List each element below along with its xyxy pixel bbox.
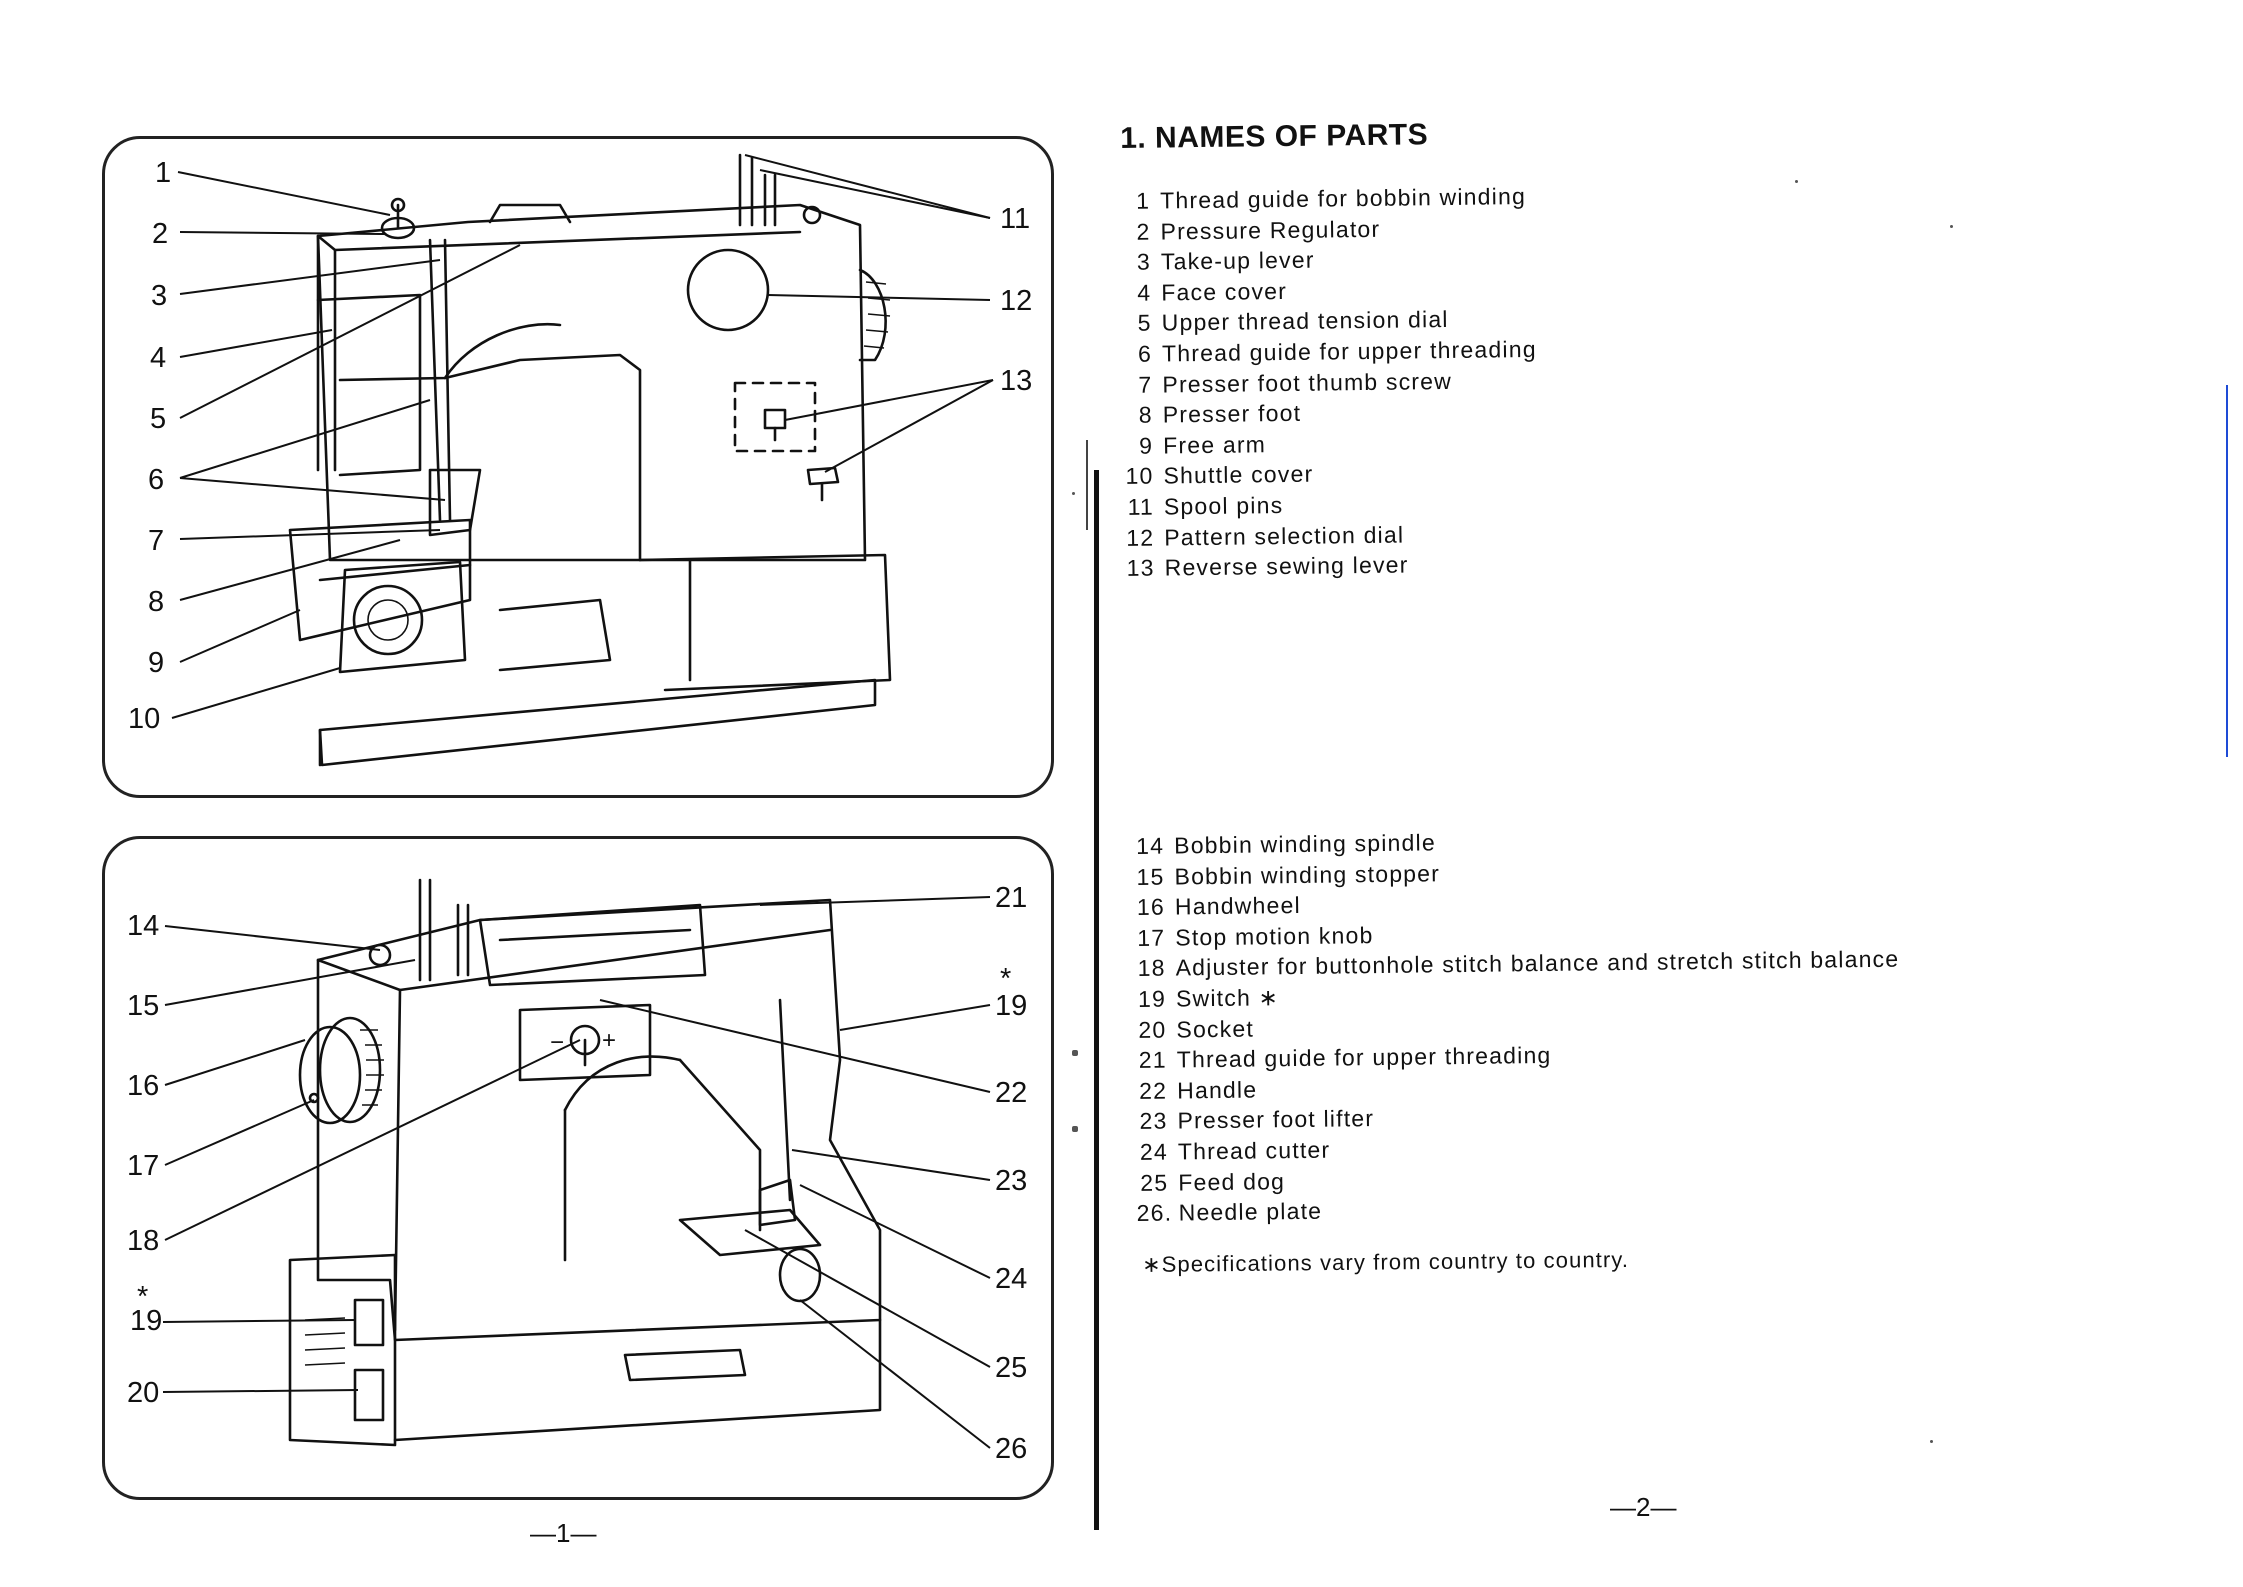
specifications-footnote: ∗Specifications vary from country to cou… (1142, 1246, 1630, 1277)
figure-rear-view-panel (102, 836, 1054, 1500)
gutter-line-thin (1086, 440, 1088, 530)
callout-6: 6 (148, 464, 164, 496)
callout-19-right: 19 (995, 990, 1027, 1022)
scan-speck (1072, 1126, 1078, 1132)
callout-5: 5 (150, 403, 166, 435)
scan-speck (1072, 1050, 1078, 1056)
scan-speck (1950, 225, 1953, 228)
callout-9: 9 (148, 647, 164, 679)
callout-19-left: 19 (130, 1305, 162, 1337)
front-callout-numbers: 1 2 3 4 5 6 7 8 9 10 11 12 13 (128, 157, 1032, 735)
callout-13: 13 (1000, 365, 1032, 397)
callout-22: 22 (995, 1077, 1027, 1109)
figure-rear-view: − + 14 15 16 17 18 * 19 (127, 878, 1027, 1465)
callout-8: 8 (148, 586, 164, 618)
figure-front-view: 1 2 3 4 5 6 7 8 9 10 11 12 13 (128, 153, 1032, 767)
page-gutter-divider (1094, 470, 1099, 1530)
callout-23: 23 (995, 1165, 1027, 1197)
page-number-right: —2— (1610, 1492, 1677, 1522)
rear-callout-numbers: 14 15 16 17 18 * 19 20 21 * 19 22 23 24 … (127, 882, 1027, 1465)
scan-edge-line (2226, 385, 2228, 757)
callout-19-asterisk-left: * (137, 1281, 148, 1313)
callout-2: 2 (152, 218, 168, 250)
callout-25: 25 (995, 1352, 1027, 1384)
callout-4: 4 (150, 342, 166, 374)
callout-11: 11 (1000, 203, 1030, 235)
callout-12: 12 (1000, 285, 1032, 317)
scan-speck (1795, 180, 1798, 183)
callout-15: 15 (127, 990, 159, 1022)
front-leader-lines (171, 154, 994, 719)
callout-14: 14 (127, 910, 159, 942)
rear-machine-drawing: − + (288, 878, 882, 1447)
callout-16: 16 (127, 1070, 159, 1102)
callout-3: 3 (151, 280, 167, 312)
callout-1: 1 (155, 157, 171, 189)
scan-speck (1930, 1440, 1933, 1443)
callout-18: 18 (127, 1225, 159, 1257)
callout-20: 20 (127, 1377, 159, 1409)
page-heading: 1. NAMES OF PARTS (1120, 118, 1429, 155)
callout-26: 26 (995, 1433, 1027, 1465)
callout-19-asterisk-right: * (1000, 963, 1011, 995)
figure-front-view-panel (102, 136, 1054, 798)
callout-10: 10 (128, 703, 160, 735)
rear-leader-lines (162, 896, 991, 1449)
page-number-left: —1— (530, 1518, 597, 1548)
callout-17: 17 (127, 1150, 159, 1182)
callout-24: 24 (995, 1263, 1027, 1295)
callout-7: 7 (148, 525, 164, 557)
scan-speck (1072, 492, 1075, 495)
adjuster-plus: + (602, 1027, 616, 1054)
callout-21: 21 (995, 882, 1027, 914)
